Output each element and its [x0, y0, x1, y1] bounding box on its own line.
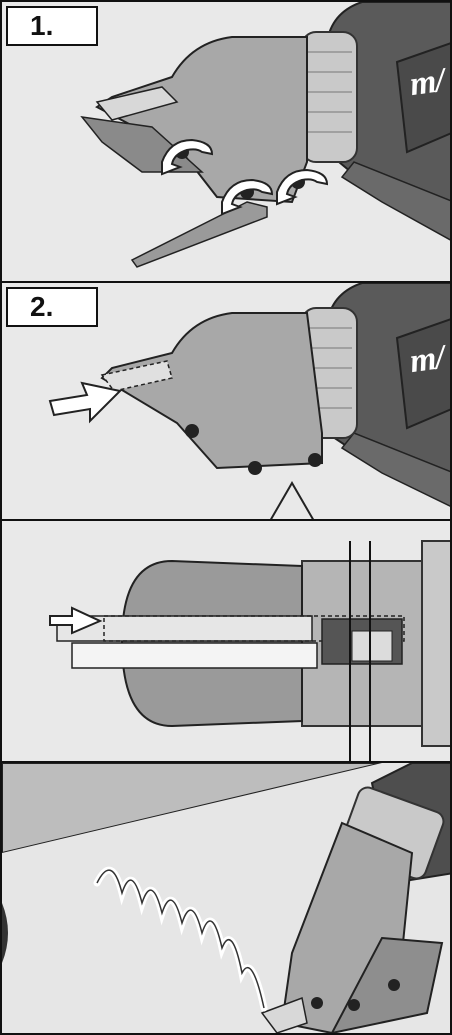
step-1-label: 1. — [6, 6, 98, 46]
panel-in-use — [0, 761, 452, 1035]
in-use-illustration — [2, 763, 450, 1033]
brand-logo: m/ — [407, 61, 447, 104]
panel-step-2: 2. m/ — [0, 281, 452, 521]
panel-detail-view — [0, 519, 452, 763]
detail-illustration — [49, 540, 450, 761]
brand-logo: m/ — [407, 338, 447, 381]
panel-step-1: 1. m/ — [0, 0, 452, 283]
step-2-label: 2. — [6, 287, 98, 327]
step-2-illustration — [48, 283, 450, 519]
step-1-illustration — [80, 2, 450, 268]
